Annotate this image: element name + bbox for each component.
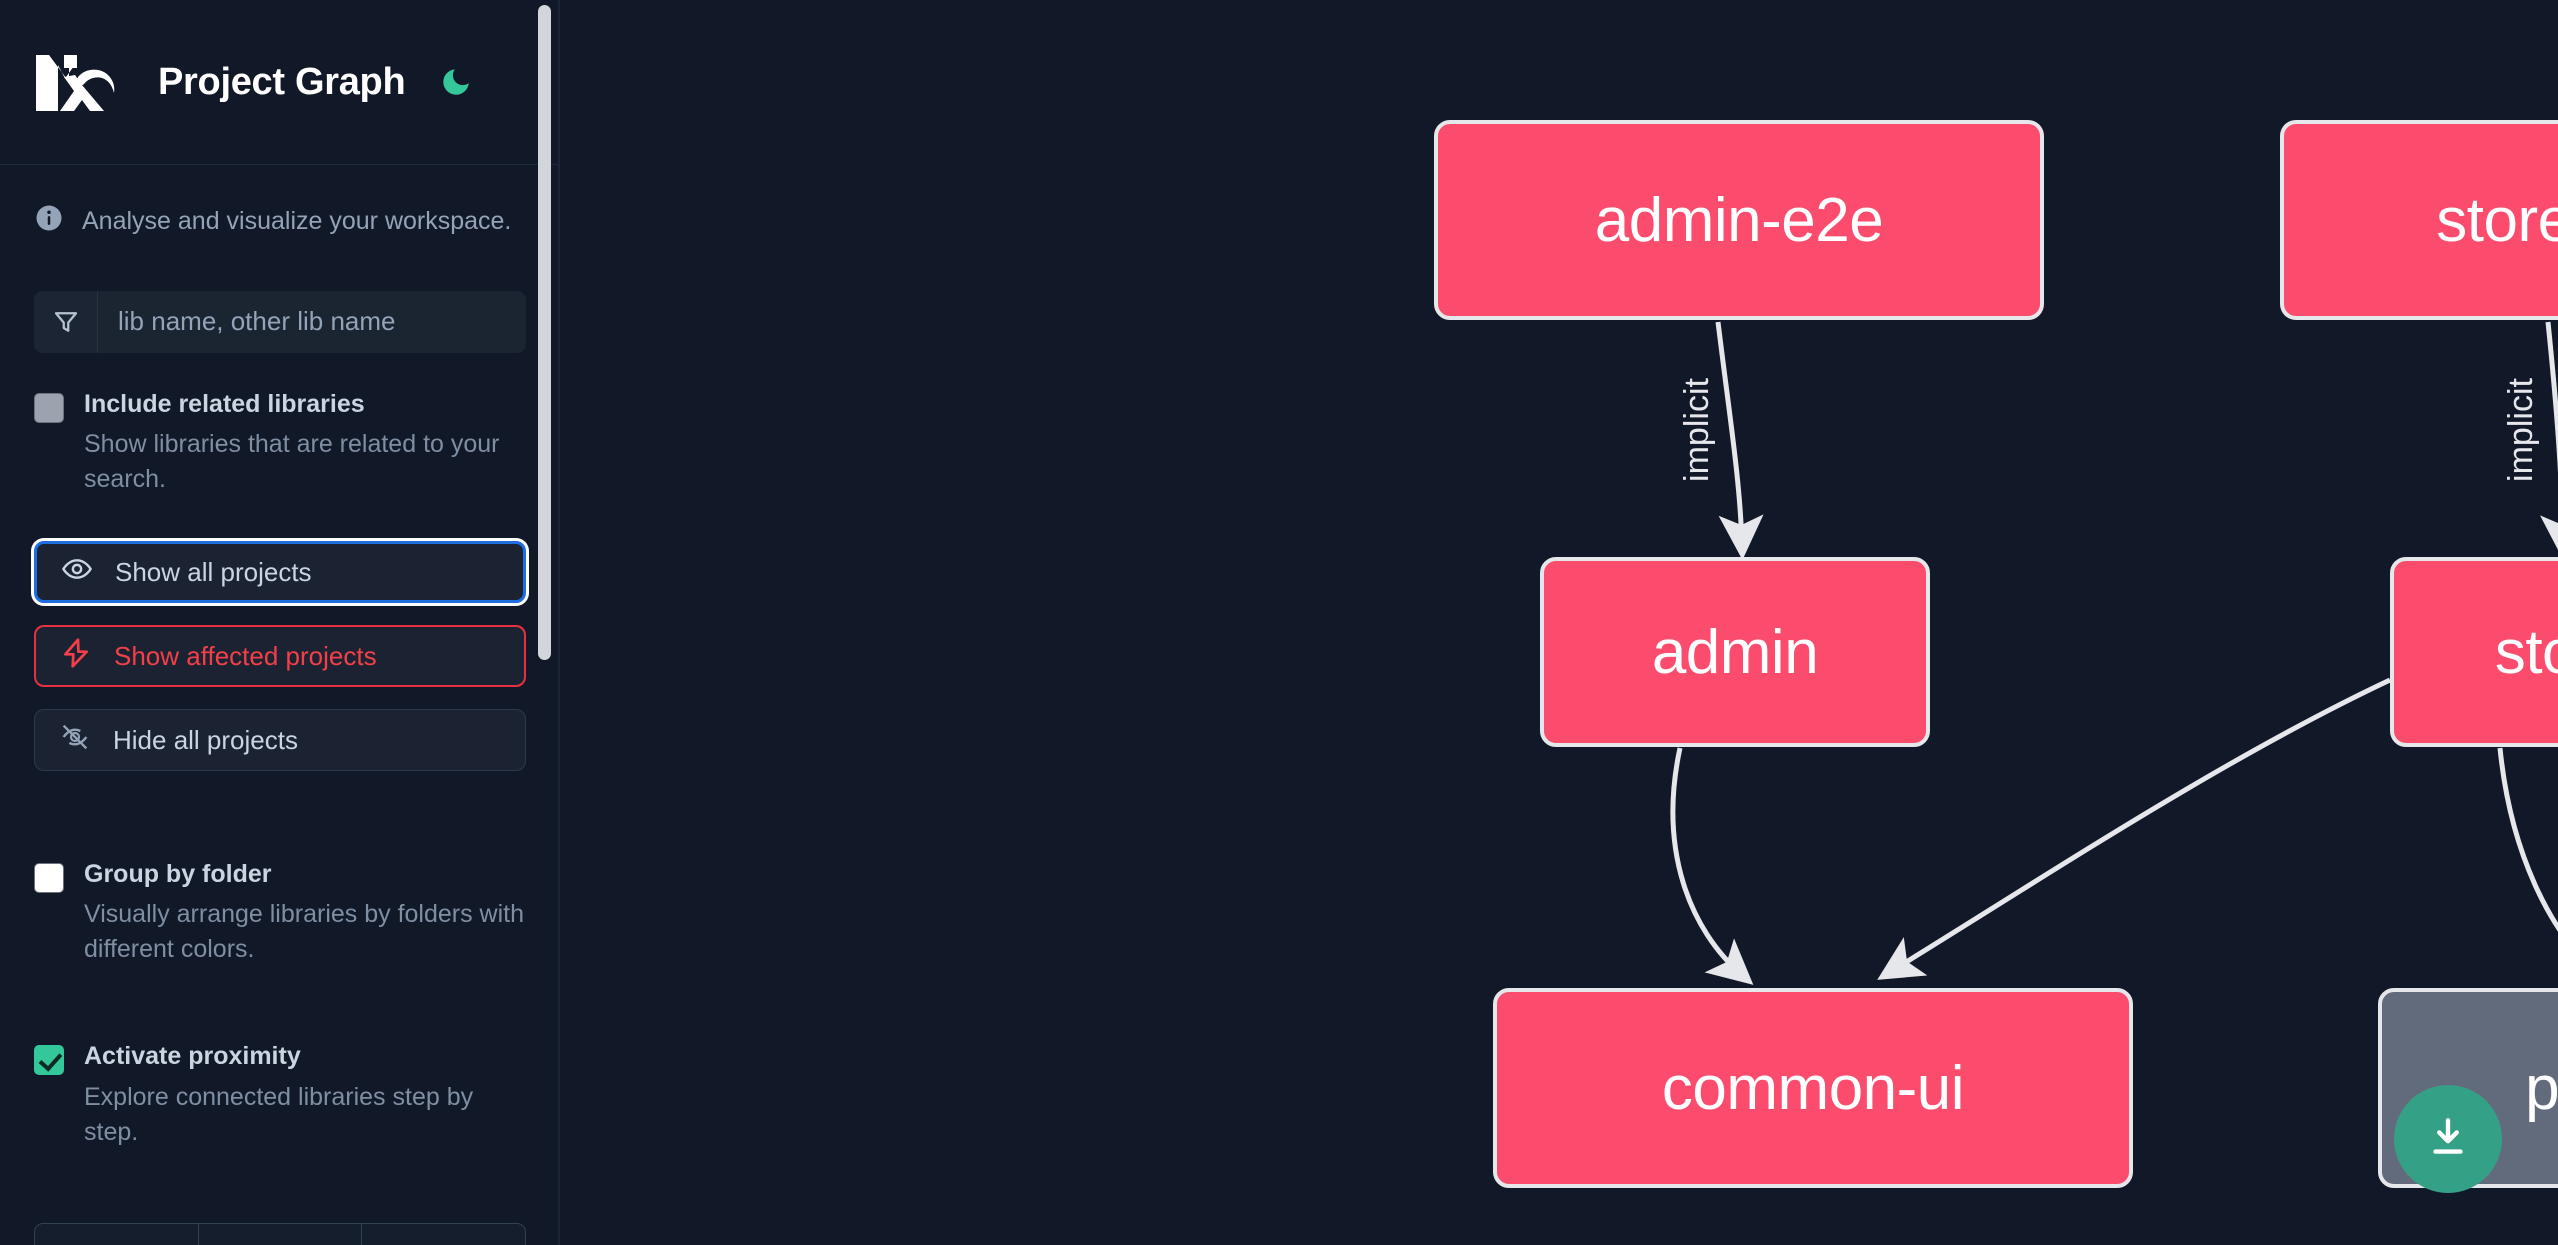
download-icon — [2423, 1112, 2473, 1167]
edge-store-e2e-store — [2540, 321, 2558, 560]
graph-canvas[interactable]: implicit implicit admin-e2e store-e2e admi… — [560, 0, 2558, 1245]
graph-node-common-ui[interactable]: common-ui — [1493, 988, 2133, 1188]
edge-admin-common-ui — [1670, 747, 1754, 985]
option-include-related-libraries[interactable]: Include related libraries Show libraries… — [34, 389, 526, 497]
edge-label-implicit-admin: implicit — [1678, 378, 1716, 482]
sidebar-scrollbar[interactable] — [538, 5, 551, 660]
option-description: Visually arrange libraries by folders wi… — [84, 900, 525, 964]
lightning-icon — [60, 637, 92, 676]
graph-node-store-e2e[interactable]: store-e2e — [2280, 120, 2558, 320]
edge-admin-e2e-admin — [1715, 321, 1764, 560]
edge-label-implicit-store: implicit — [2502, 378, 2540, 482]
eye-icon — [61, 553, 93, 592]
graph-node-label: admin — [1651, 617, 1819, 687]
workspace-blurb-text: Analyse and visualize your workspace. — [82, 207, 512, 235]
sidebar-body: Analyse and visualize your workspace. In… — [0, 165, 560, 1150]
segment-1[interactable] — [35, 1224, 199, 1245]
sidebar-divider — [558, 0, 560, 1245]
segment-2[interactable] — [199, 1224, 363, 1245]
show-all-projects-label: Show all projects — [115, 556, 312, 587]
checkbox-include-related-libraries[interactable] — [34, 392, 64, 423]
graph-node-admin-e2e[interactable]: admin-e2e — [1434, 120, 2044, 320]
option-description: Explore connected libraries step by step… — [84, 1082, 474, 1146]
edge-store-products — [2497, 747, 2558, 932]
graph-edges: implicit implicit — [1670, 321, 2558, 985]
info-icon — [34, 203, 64, 238]
filter-row — [34, 290, 526, 353]
graph-node-admin[interactable]: admin — [1540, 557, 1930, 747]
segment-3[interactable] — [362, 1224, 525, 1245]
graph-node-label: store-e2e — [2436, 185, 2558, 255]
hide-all-projects-button[interactable]: Hide all projects — [34, 709, 526, 771]
visibility-button-group: Show all projects Show affected projects — [34, 541, 526, 771]
eye-off-icon — [59, 721, 91, 760]
graph-node-label: store — [2494, 617, 2558, 687]
sidebar: Project Graph Analyse and visualize your… — [0, 0, 560, 1245]
proximity-segmented-control[interactable] — [34, 1223, 526, 1245]
option-label: Group by folder — [84, 860, 272, 888]
graph-node-label: admin-e2e — [1594, 185, 1884, 255]
graph-node-label: products — [2525, 1053, 2558, 1123]
option-activate-proximity[interactable]: Activate proximity Explore connected lib… — [34, 1041, 526, 1149]
display-options-group: Group by folder Visually arrange librari… — [34, 823, 526, 1150]
funnel-icon — [34, 290, 98, 353]
option-group-by-folder[interactable]: Group by folder Visually arrange librari… — [34, 859, 526, 967]
moon-icon[interactable] — [433, 59, 479, 105]
hide-all-projects-label: Hide all projects — [113, 724, 298, 755]
page-title: Project Graph — [158, 60, 406, 103]
option-description: Show libraries that are related to your … — [84, 430, 500, 493]
graph-node-store[interactable]: store — [2390, 557, 2558, 747]
option-label: Activate proximity — [84, 1042, 301, 1071]
download-image-button[interactable] — [2394, 1085, 2502, 1193]
edge-store-common-ui — [1877, 677, 2392, 980]
sidebar-header: Project Graph — [0, 0, 560, 165]
option-label: Include related libraries — [84, 389, 365, 418]
checkbox-group-by-folder[interactable] — [34, 863, 64, 893]
graph-node-label: common-ui — [1661, 1053, 1965, 1123]
show-all-projects-button[interactable]: Show all projects — [34, 541, 526, 603]
workspace-blurb: Analyse and visualize your workspace. — [34, 165, 526, 239]
checkbox-activate-proximity[interactable] — [34, 1045, 64, 1076]
nx-logo — [34, 51, 126, 113]
search-input[interactable] — [98, 290, 526, 353]
show-affected-projects-label: Show affected projects — [114, 640, 377, 671]
show-affected-projects-button[interactable]: Show affected projects — [34, 625, 526, 687]
